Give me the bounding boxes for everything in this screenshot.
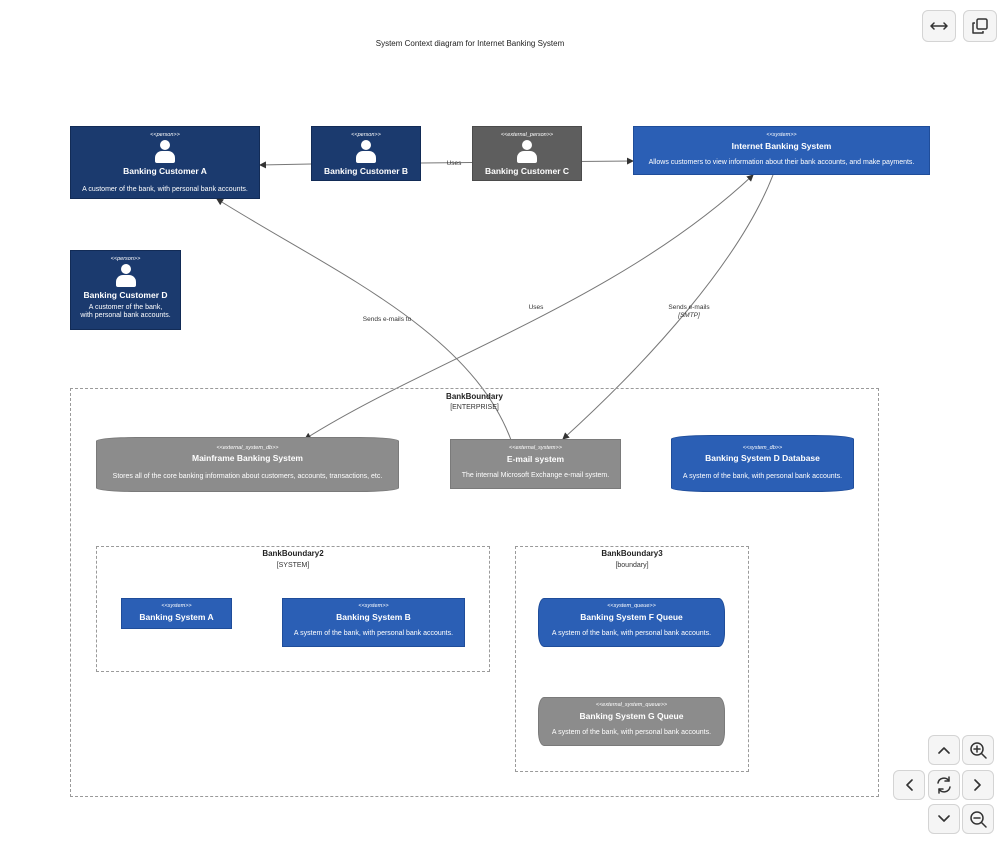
- node-banking-system-g-queue[interactable]: <<external_system_queue>> Banking System…: [538, 697, 725, 746]
- copy-button[interactable]: [963, 10, 997, 42]
- node-description: A customer of the bank, with personal ba…: [82, 186, 248, 193]
- diagram-title: System Context diagram for Internet Bank…: [375, 39, 565, 48]
- boundary-bank: BankBoundary [ENTERPRISE]: [70, 388, 879, 797]
- node-email-system[interactable]: <<external_system>> E-mail system The in…: [450, 439, 621, 489]
- person-icon: [115, 264, 136, 288]
- stereotype: <<system>>: [358, 603, 389, 609]
- label-sends-emails-tech: [SMTP]: [678, 312, 700, 319]
- reset-icon: [937, 776, 951, 794]
- label-uses-mainframe: Uses: [528, 304, 544, 311]
- stereotype: <<system_queue>>: [607, 603, 656, 609]
- person-icon: [155, 140, 175, 164]
- pan-up-button[interactable]: [928, 735, 960, 765]
- node-name: Banking Customer B: [323, 166, 409, 176]
- label-uses-top: Uses: [446, 160, 462, 167]
- boundary-bank2: BankBoundary2 [SYSTEM]: [96, 546, 490, 672]
- stereotype: <<system>>: [161, 603, 192, 609]
- stereotype: <<external_system_db>>: [216, 445, 279, 451]
- zoom-in-button[interactable]: [962, 735, 994, 765]
- node-name: Banking System F Queue: [580, 612, 683, 622]
- node-name: Banking System B: [336, 612, 411, 622]
- chevron-left-icon: [906, 779, 913, 791]
- node-description: Stores all of the core banking informati…: [112, 473, 383, 480]
- chevron-right-icon: [974, 779, 981, 791]
- node-mainframe-banking-system[interactable]: <<external_system_db>> Mainframe Banking…: [96, 437, 399, 492]
- node-description: A system of the bank, with personal bank…: [293, 630, 454, 637]
- node-name: Internet Banking System: [731, 141, 832, 151]
- stereotype: <<person>>: [110, 256, 141, 262]
- node-banking-customer-c[interactable]: <<external_person>> Banking Customer C: [472, 126, 582, 181]
- node-banking-customer-b[interactable]: <<person>> Banking Customer B: [311, 126, 421, 181]
- label-sends-emails-text: Sends e-mails: [668, 304, 710, 311]
- node-name: Banking Customer A: [123, 166, 207, 176]
- node-name: Banking Customer D: [83, 290, 168, 300]
- node-banking-system-f-queue[interactable]: <<system_queue>> Banking System F Queue …: [538, 598, 725, 647]
- label-sends-emails: Sends e-mails [SMTP]: [659, 304, 719, 320]
- node-banking-system-b[interactable]: <<system>> Banking System B A system of …: [282, 598, 465, 647]
- node-banking-system-a[interactable]: <<system>> Banking System A: [121, 598, 232, 629]
- node-banking-customer-a[interactable]: <<person>> Banking Customer A A customer…: [70, 126, 260, 199]
- boundary-type: [SYSTEM]: [276, 562, 310, 569]
- boundary-title: BankBoundary2: [262, 549, 324, 558]
- node-banking-system-d-database[interactable]: <<system_db>> Banking System D Database …: [671, 435, 854, 492]
- person-icon: [356, 140, 376, 164]
- zoom-in-icon: [970, 742, 987, 759]
- boundary-title: BankBoundary: [446, 392, 503, 401]
- boundary-bank3: BankBoundary3 [boundary]: [515, 546, 749, 772]
- stereotype: <<external_person>>: [500, 132, 554, 138]
- zoom-out-button[interactable]: [962, 804, 994, 834]
- stereotype: <<external_system>>: [509, 445, 562, 451]
- label-sends-emails-to: Sends e-mails to: [362, 316, 412, 323]
- node-name: Banking System D Database: [705, 453, 820, 463]
- reset-view-button[interactable]: [928, 770, 960, 800]
- edge-internet-banking-to-mainframe: [304, 174, 754, 440]
- fit-width-button[interactable]: [922, 10, 956, 42]
- boundary-type: [boundary]: [615, 562, 649, 569]
- pan-down-button[interactable]: [928, 804, 960, 834]
- stereotype: <<person>>: [351, 132, 381, 138]
- node-description: A system of the bank, with personal bank…: [551, 630, 712, 637]
- node-description: Allows customers to view information abo…: [648, 159, 915, 166]
- horizontal-arrows-icon: [930, 22, 948, 30]
- node-description: A system of the bank, with personal bank…: [551, 729, 712, 736]
- stereotype: <<system>>: [766, 132, 797, 138]
- edge-email-to-a: [216, 198, 512, 441]
- boundary-type: [ENTERPRISE]: [450, 404, 499, 411]
- chevron-down-icon: [938, 815, 950, 822]
- node-name: Mainframe Banking System: [191, 453, 303, 463]
- copy-icon: [972, 18, 988, 34]
- node-name: Banking System A: [139, 612, 214, 622]
- boundary-title: BankBoundary3: [601, 549, 663, 558]
- edge-internet-banking-to-email: [562, 174, 774, 440]
- pan-left-button[interactable]: [893, 770, 925, 800]
- node-name: E-mail system: [506, 454, 565, 464]
- person-icon: [517, 140, 537, 164]
- chevron-up-icon: [938, 747, 950, 754]
- edge-b-to-a: [259, 161, 312, 169]
- node-internet-banking-system[interactable]: <<system>> Internet Banking System Allow…: [633, 126, 930, 175]
- stereotype: <<external_system_queue>>: [595, 702, 668, 708]
- node-name: Banking Customer C: [484, 166, 570, 176]
- node-name: Banking System G Queue: [579, 711, 684, 721]
- stereotype: <<person>>: [150, 132, 180, 138]
- pan-right-button[interactable]: [962, 770, 994, 800]
- node-description: The internal Microsoft Exchange e-mail s…: [461, 472, 610, 479]
- zoom-out-icon: [970, 811, 987, 828]
- node-description-line2: with personal bank accounts.: [80, 312, 171, 319]
- node-banking-customer-d[interactable]: <<person>> Banking Customer D A customer…: [70, 250, 181, 330]
- node-description-line1: A customer of the bank,: [88, 304, 163, 311]
- stereotype: <<system_db>>: [742, 445, 783, 451]
- node-description: A system of the bank, with personal bank…: [682, 473, 843, 480]
